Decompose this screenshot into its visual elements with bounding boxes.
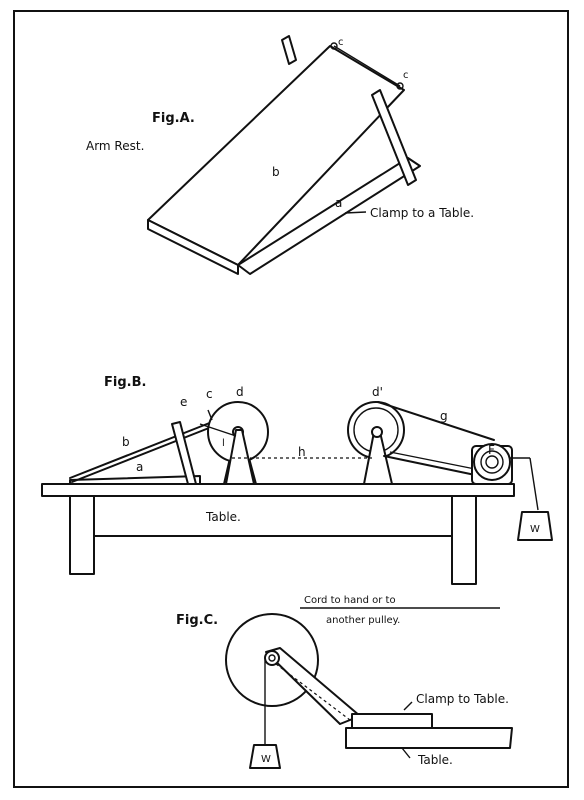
fig-b-arrow-c — [207, 409, 213, 421]
fig-c-hub — [264, 650, 280, 666]
fig-a-subtitle: Arm Rest. — [86, 139, 144, 153]
fig-b-stand-d-front — [225, 429, 255, 485]
fig-a-support-stick — [371, 89, 417, 186]
fig-a-clamp-note: Clamp to a Table. — [370, 206, 474, 220]
fig-a-top-edge-line — [333, 45, 401, 87]
fig-b-table-label: Table. — [205, 510, 241, 524]
fig-b-label-f: F — [488, 443, 495, 457]
fig-b-arm-stick — [171, 421, 197, 485]
fig-c-clamp-arrow — [403, 701, 413, 711]
fig-c-table-arrow — [401, 747, 411, 759]
fig-b-pulley-d2-hub — [371, 426, 383, 438]
fig-b-label-g: g — [440, 409, 448, 423]
fig-c-clamp-note: Clamp to Table. — [416, 692, 509, 706]
fig-a-top-board-edge — [147, 219, 239, 275]
fig-c-hub-core — [268, 654, 276, 662]
fig-b-arm-board-edge — [71, 425, 215, 483]
fig-a-hook-c2 — [396, 82, 404, 90]
fig-a-title: Fig.A. — [152, 111, 195, 126]
fig-b-belt-bottom — [383, 455, 481, 477]
fig-a-arm-rest — [147, 35, 421, 275]
fig-b-table-top — [41, 483, 515, 497]
fig-c-cord-line1: Cord to hand or to — [304, 595, 396, 606]
fig-b-weight — [517, 511, 553, 541]
fig-b-pulley-f — [473, 443, 511, 481]
fig-b-label-h: h — [298, 445, 306, 459]
fig-b-label-b: b — [122, 435, 130, 449]
fig-b-weight-label: W — [530, 524, 540, 535]
fig-a-label-a: a — [335, 196, 342, 210]
fig-b-label-d2: d' — [372, 385, 383, 399]
fig-b-belt-inner — [389, 451, 481, 471]
fig-b-label-l: l — [222, 438, 225, 449]
fig-c-weight-label: W — [261, 754, 271, 765]
fig-b-pulley-f-inner — [480, 450, 504, 474]
fig-a-base-back — [407, 157, 421, 167]
figure-frame — [13, 10, 569, 788]
fig-b-label-d: d — [236, 385, 244, 399]
fig-a-rear-peg — [281, 35, 297, 65]
fig-b-cord-hand — [199, 423, 237, 437]
fig-b-label-c: c — [206, 387, 213, 401]
fig-a-label-c2: c — [403, 70, 409, 81]
fig-b-pulley-f-core — [485, 455, 499, 469]
fig-b-table-leg-left — [69, 495, 95, 575]
fig-c-table-label: Table. — [417, 753, 453, 767]
fig-b-arm-board — [69, 421, 213, 479]
fig-b-label-e: e — [180, 395, 187, 409]
fig-c-title: Fig.C. — [176, 613, 218, 628]
fig-a-top-board — [147, 45, 405, 266]
fig-c-cord-line2: another pulley. — [326, 615, 400, 626]
fig-b-arm-base — [69, 475, 201, 485]
fig-b-label-a: a — [136, 460, 143, 474]
fig-b-table-leg-right — [451, 495, 477, 585]
fig-b-belt-top — [377, 401, 495, 441]
fig-a-label-c1: c — [338, 37, 344, 48]
fig-c-weight — [249, 744, 281, 769]
fig-a-hook-c1 — [330, 42, 338, 50]
fig-c-table — [345, 727, 513, 749]
fig-c-clamp-block — [351, 713, 433, 729]
fig-b-title: Fig.B. — [104, 375, 146, 390]
fig-b-cord-weight — [529, 457, 539, 511]
fig-c-pulley — [225, 607, 513, 769]
fig-a-label-b: b — [272, 165, 280, 179]
fig-a-clamp-arrow — [344, 211, 367, 214]
fig-b-setup — [41, 401, 553, 585]
